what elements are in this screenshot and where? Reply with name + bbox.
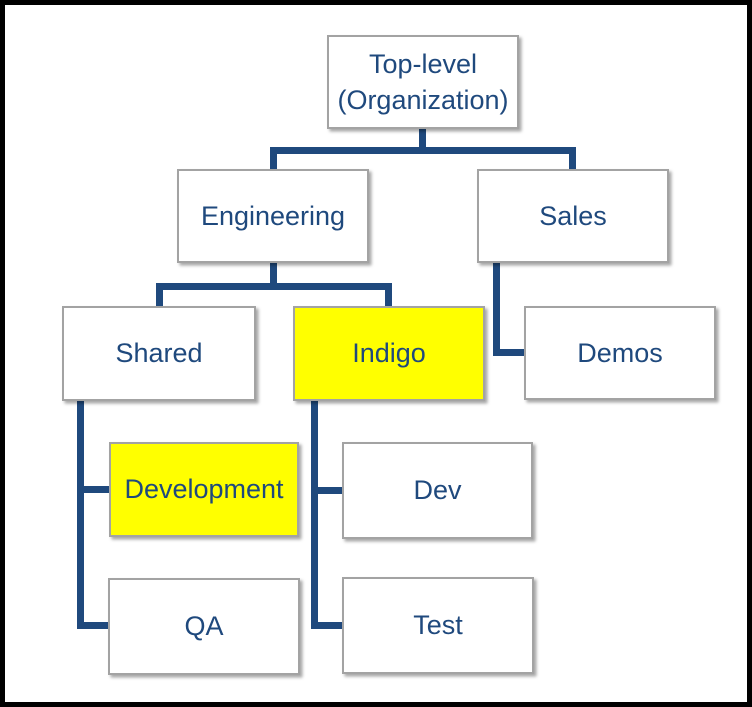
node-engineering-label: Engineering <box>200 200 346 231</box>
node-qa: QA <box>108 578 300 675</box>
connector-indigo-trunk <box>311 401 318 629</box>
connector-engineering-to-bus <box>270 263 277 287</box>
connector-bus-to-shared <box>156 283 163 307</box>
connector-bus-level2 <box>156 283 392 290</box>
node-development: Development <box>109 442 299 537</box>
node-shared-label: Shared <box>115 338 203 369</box>
connector-bus-to-indigo <box>385 283 392 307</box>
node-indigo: Indigo <box>293 306 485 401</box>
node-engineering: Engineering <box>177 169 369 263</box>
connector-bus-to-sales <box>569 147 576 170</box>
connector-bus-level1 <box>270 147 576 154</box>
connector-indigo-to-dev <box>311 487 343 494</box>
node-demos-label: Demos <box>577 337 663 368</box>
node-test-label: Test <box>413 610 463 641</box>
node-dev: Dev <box>342 442 533 539</box>
node-development-label: Development <box>124 474 284 505</box>
node-sales-label: Sales <box>539 200 607 231</box>
node-shared: Shared <box>62 306 256 401</box>
node-sales: Sales <box>477 169 669 263</box>
node-top-level: Top-level (Organization) <box>327 35 519 129</box>
connector-shared-trunk <box>77 401 84 629</box>
connector-shared-to-development <box>77 486 110 493</box>
connector-top-to-bus <box>419 129 426 151</box>
node-demos: Demos <box>524 306 716 400</box>
node-dev-label: Dev <box>413 475 462 506</box>
connector-sales-to-demos <box>493 349 525 356</box>
node-top-level-label-line1: Top-level <box>368 48 478 79</box>
connector-sales-trunk <box>493 263 500 356</box>
connector-shared-to-qa <box>77 622 109 629</box>
connector-bus-to-engineering <box>270 147 277 170</box>
node-qa-label: QA <box>184 611 224 642</box>
node-indigo-label: Indigo <box>352 338 426 369</box>
connector-indigo-to-test <box>311 622 343 629</box>
node-top-level-label-line2: (Organization) <box>337 85 509 115</box>
node-test: Test <box>342 577 534 674</box>
